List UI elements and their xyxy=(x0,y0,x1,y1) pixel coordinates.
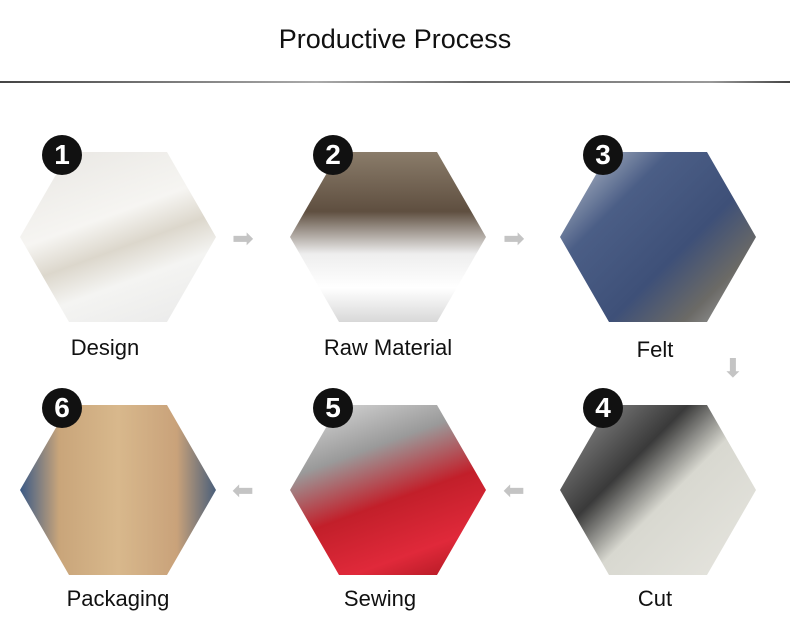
step-4-label: Cut xyxy=(637,586,673,611)
step-3-label: Felt xyxy=(636,337,674,362)
step-6-badge: 6 xyxy=(42,388,82,428)
step-2-badge: 2 xyxy=(313,135,353,175)
step-5-image-sewing xyxy=(290,405,486,575)
step-6-image-packaging xyxy=(20,405,216,575)
step-4-image-cut xyxy=(560,405,756,575)
step-2-label: Raw Material xyxy=(323,335,453,360)
arrow-right-icon: ➡ xyxy=(503,223,525,253)
step-5-label: Sewing xyxy=(343,586,417,611)
arrow-left-icon: ⬅ xyxy=(232,475,254,505)
arrow-left-icon: ⬅ xyxy=(503,475,525,505)
arrow-right-icon: ➡ xyxy=(232,223,254,253)
step-3-image-felt xyxy=(560,152,756,322)
step-5-badge: 5 xyxy=(313,388,353,428)
step-4-badge: 4 xyxy=(583,388,623,428)
step-1-label: Design xyxy=(70,335,140,360)
step-3-badge: 3 xyxy=(583,135,623,175)
step-1-image-design xyxy=(20,152,216,322)
arrow-down-icon: ⬇ xyxy=(722,353,744,383)
step-6-label: Packaging xyxy=(66,586,170,611)
step-2-image-raw-material xyxy=(290,152,486,322)
page-title: Productive Process xyxy=(278,24,512,54)
step-1-badge: 1 xyxy=(42,135,82,175)
divider xyxy=(0,81,790,83)
